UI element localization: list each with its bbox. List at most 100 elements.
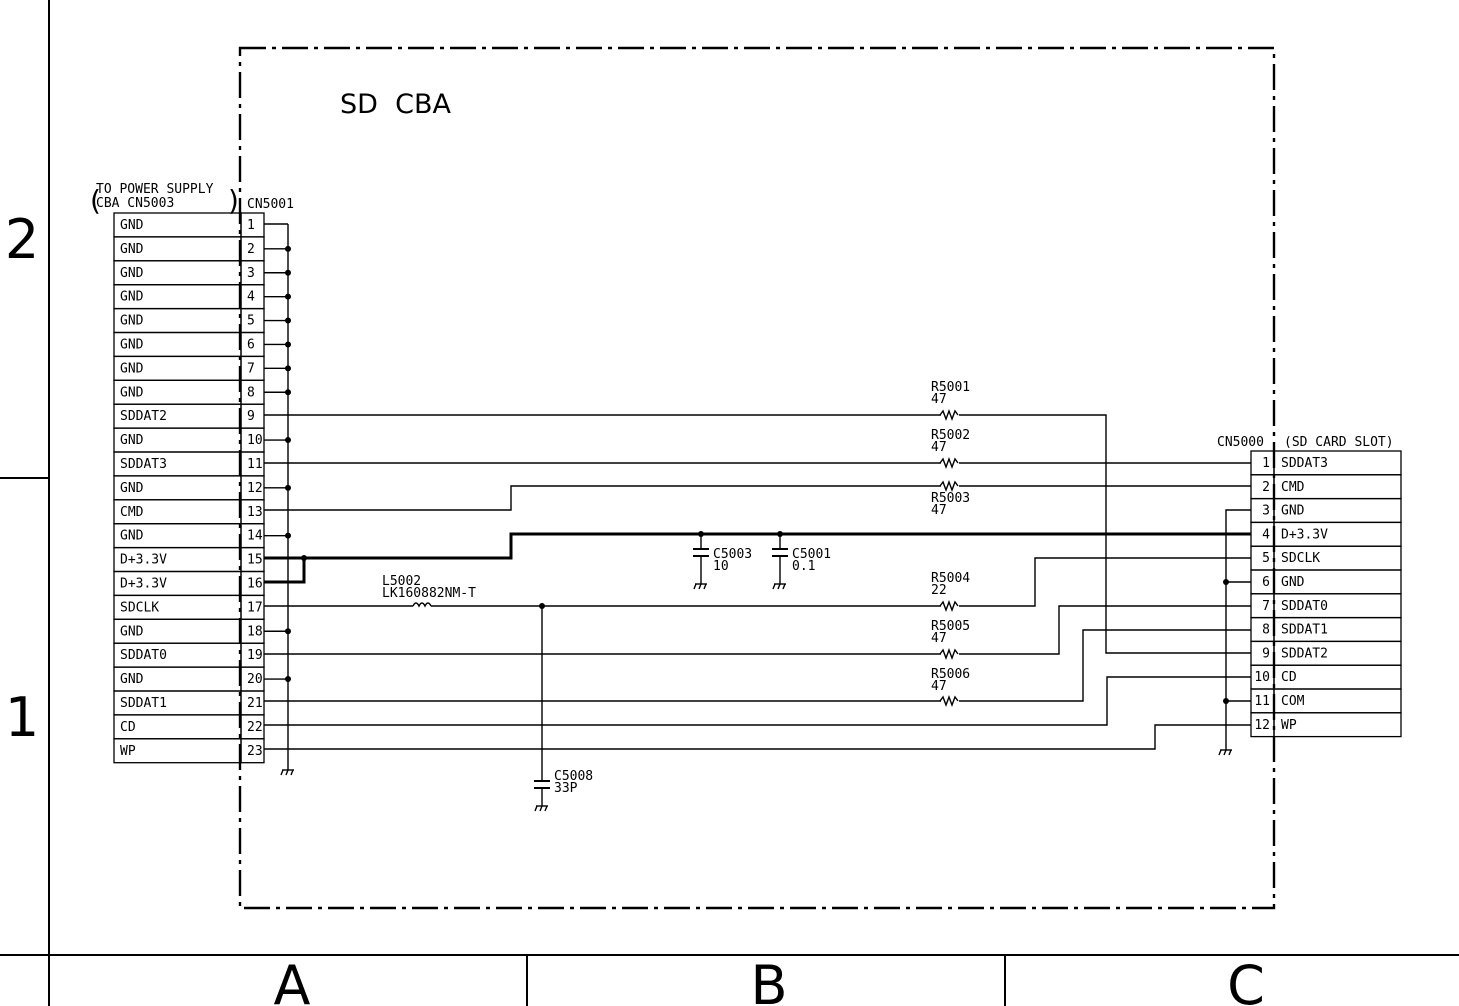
cn5000-pin-number: 1 — [1262, 456, 1270, 471]
cn5000-pin-name: SDDAT1 — [1281, 623, 1328, 638]
cn5001-pin-number: 13 — [247, 505, 263, 520]
cn5000-destination: (SD CARD SLOT) — [1284, 435, 1394, 450]
resistor-symbol — [939, 695, 959, 707]
l5002-ref: L5002 — [382, 574, 421, 589]
cn5001-pin-name: CD — [120, 720, 136, 735]
cn5000-pin-number: 7 — [1262, 599, 1270, 614]
grid-row-label: 1 — [5, 686, 39, 749]
junction-dot — [285, 317, 291, 324]
cn5001-pin-name: GND — [120, 481, 144, 496]
cn5000-pin-number: 8 — [1262, 623, 1270, 638]
cn5000-pin-number: 2 — [1262, 480, 1270, 495]
cn5001-pin-number: 2 — [247, 242, 255, 257]
resistor-ref: R5003 — [931, 491, 970, 506]
cn5001-pin-number: 8 — [247, 385, 255, 400]
junction-dot — [285, 437, 291, 444]
grid-row-label: 2 — [5, 208, 39, 271]
junction-dot — [285, 365, 291, 372]
junction-dot — [285, 484, 291, 491]
bracket-close: ) — [228, 184, 239, 217]
capacitor-c5003: C5003 10 — [693, 547, 752, 584]
cn5000-pin-number: 6 — [1262, 575, 1270, 590]
cn5001-pin-number: 16 — [247, 577, 263, 592]
cn5000-pin-name: CMD — [1281, 480, 1305, 495]
cn5000-pin-name: SDDAT3 — [1281, 456, 1328, 471]
cn5001-pin-name: SDDAT0 — [120, 648, 167, 663]
cn5001-pin-number: 6 — [247, 338, 255, 353]
c5003-ref: C5003 — [713, 547, 752, 562]
cn5001-pin-number: 5 — [247, 314, 255, 329]
cn5000-pin-number: 9 — [1262, 646, 1270, 661]
cn5001-pin-number: 15 — [247, 553, 263, 568]
cn5000-pin-number: 12 — [1254, 718, 1270, 733]
connector-cn5001: TO POWER SUPPLY CBA CN5003 ( ) CN5001 GN… — [90, 182, 294, 764]
resistor-ref: R5004 — [931, 571, 970, 586]
cn5001-pin-name: CMD — [120, 505, 144, 520]
cn5001-pin-name: GND — [120, 624, 144, 639]
bracket-open: ( — [90, 184, 101, 217]
cn5000-ref: CN5000 — [1217, 435, 1264, 450]
cn5001-pin-number: 7 — [247, 361, 255, 376]
cn5000-pin-name: D+3.3V — [1281, 527, 1328, 542]
resistor-value: 47 — [931, 631, 947, 646]
cn5000-pin-name: COM — [1281, 694, 1305, 709]
resistor-value: 47 — [931, 440, 947, 455]
resistor-value: 47 — [931, 679, 947, 694]
cn5000-pin-number: 11 — [1254, 694, 1270, 709]
junctions — [301, 531, 1229, 704]
cn5001-pin-name: GND — [120, 242, 144, 257]
cn5000-pin-name: GND — [1281, 575, 1305, 590]
resistor-ref: R5001 — [931, 380, 970, 395]
junction-dot — [285, 341, 291, 348]
cn5001-pin-name: GND — [120, 266, 144, 281]
junction-dot — [285, 676, 291, 683]
resistor-symbol — [939, 457, 959, 469]
cn5000-pin-number: 3 — [1262, 504, 1270, 519]
cn5000-pin-name: CD — [1281, 670, 1297, 685]
inductor-l5002: L5002 LK160882NM-T — [382, 574, 476, 610]
cn5001-pin-number: 1 — [247, 218, 255, 233]
resistor-symbol — [939, 600, 959, 612]
cn5001-pin-name: GND — [120, 672, 144, 687]
cn5001-destination-line2: CBA CN5003 — [96, 196, 174, 211]
cn5001-pin-number: 22 — [247, 720, 263, 735]
cn5001-pin-number: 17 — [247, 600, 263, 615]
cn5000-pin-name: SDCLK — [1281, 551, 1320, 566]
cn5001-pin-number: 19 — [247, 648, 263, 663]
resistor-value: 22 — [931, 583, 947, 598]
cn5001-pin-number: 11 — [247, 457, 263, 472]
cn5001-destination-line1: TO POWER SUPPLY — [96, 182, 214, 197]
cn5001-pin-name: D+3.3V — [120, 553, 167, 568]
grid-column-label: A — [274, 954, 311, 1006]
junction-dot — [285, 389, 291, 396]
resistor-value: 47 — [931, 503, 947, 518]
cn5001-pin-number: 23 — [247, 744, 263, 759]
cn5001-pin-name: SDCLK — [120, 600, 159, 615]
cn5001-pin-name: GND — [120, 218, 144, 233]
cn5001-pin-name: GND — [120, 433, 144, 448]
ground-symbols — [280, 583, 1232, 812]
grid-column-label: B — [750, 954, 787, 1006]
cn5000-pin-number: 5 — [1262, 551, 1270, 566]
resistor-ref: R5006 — [931, 667, 970, 682]
cn5001-pin-number: 4 — [247, 290, 255, 305]
cn5000-pin-name: WP — [1281, 718, 1297, 733]
resistor-value: 47 — [931, 392, 947, 407]
junction-dot — [285, 532, 291, 539]
capacitor-c5001: C5001 0.1 — [772, 547, 831, 584]
cn5001-pin-name: GND — [120, 385, 144, 400]
junction-dot — [285, 628, 291, 635]
board-title: SD CBA — [340, 89, 451, 120]
capacitor-c5008: C5008 33P — [534, 769, 593, 806]
c5008-ref: C5008 — [554, 769, 593, 784]
cn5001-pin-name: WP — [120, 744, 136, 759]
resistor-ref: R5002 — [931, 428, 970, 443]
c5001-ref: C5001 — [792, 547, 831, 562]
c5001-value: 0.1 — [792, 559, 815, 574]
c5003-value: 10 — [713, 559, 729, 574]
cn5001-pin-number: 10 — [247, 433, 263, 448]
resistor-ref: R5005 — [931, 619, 970, 634]
